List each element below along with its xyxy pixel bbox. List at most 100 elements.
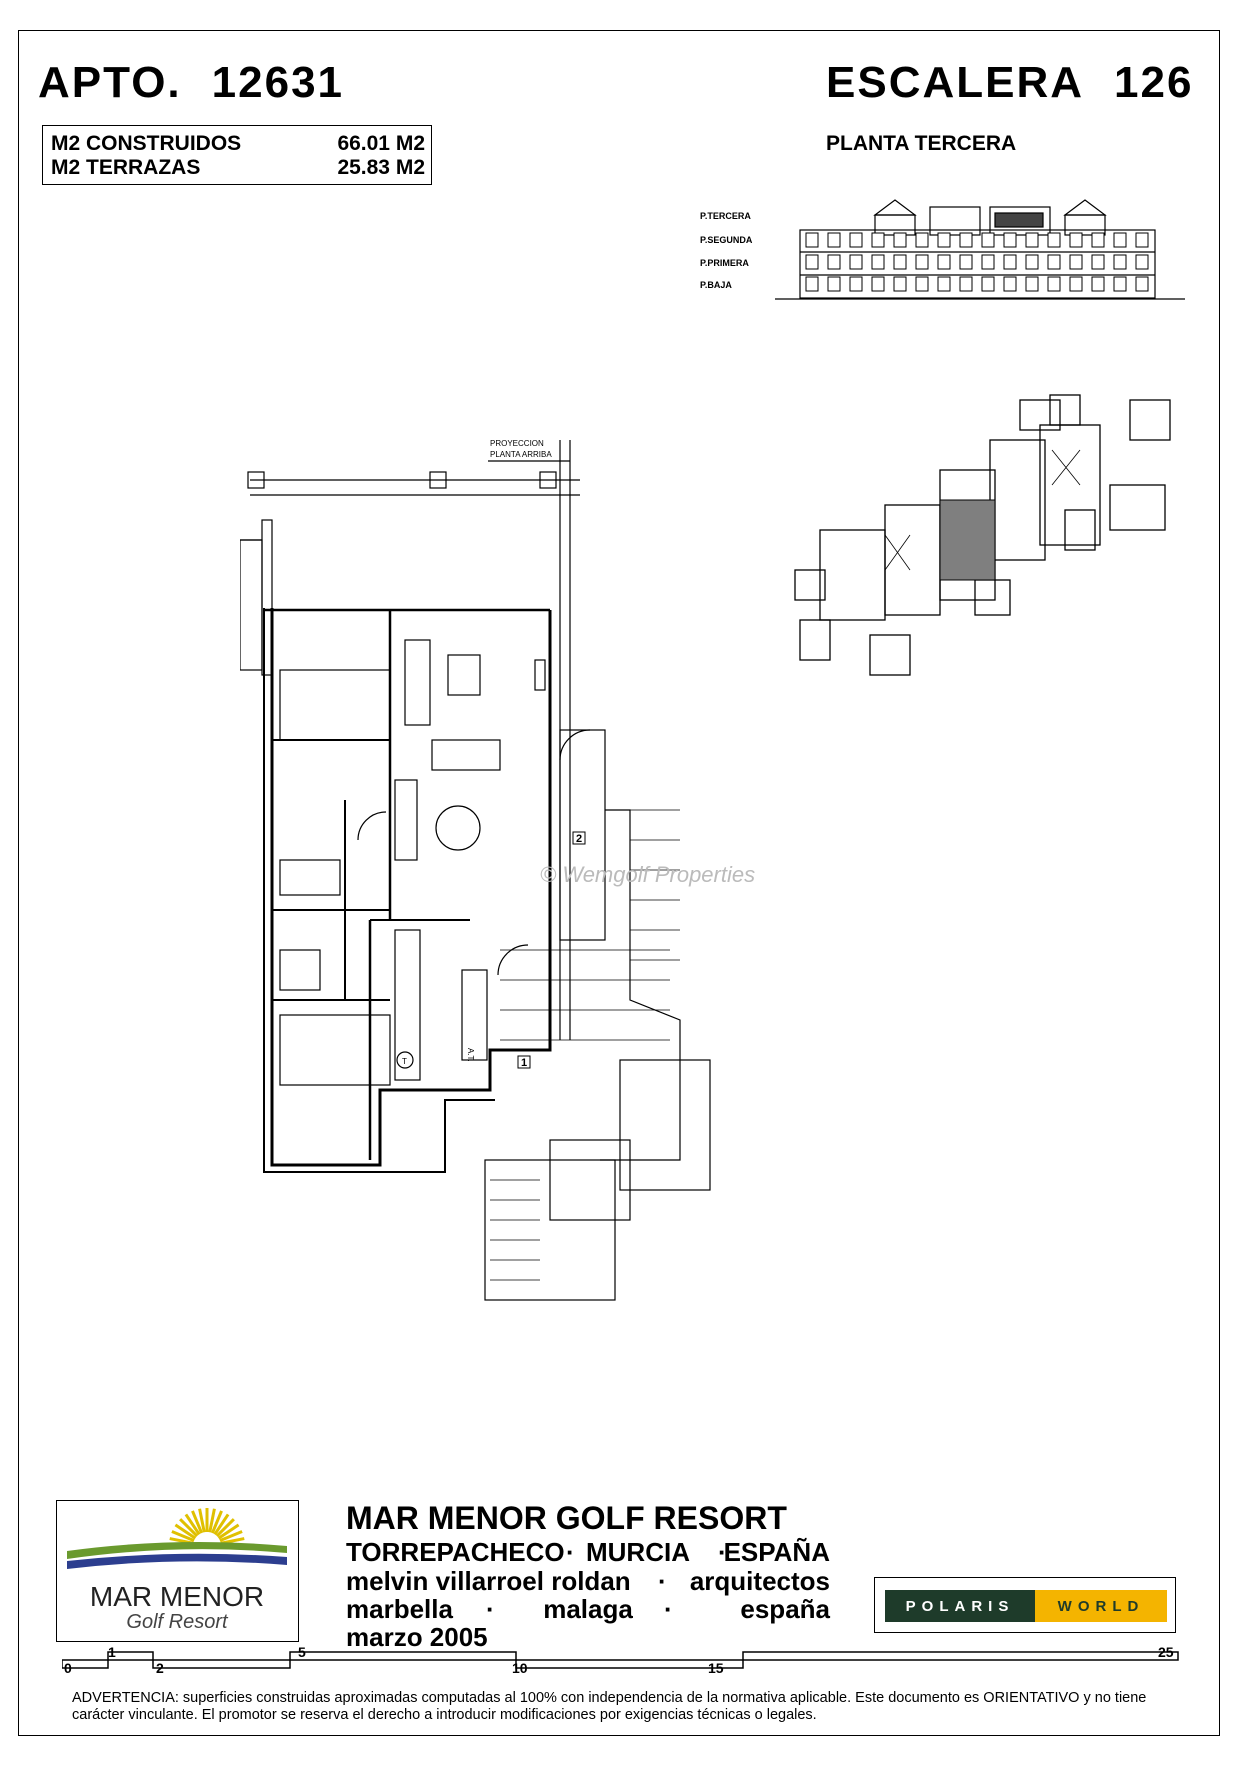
facade-window xyxy=(1091,276,1105,292)
facade-window xyxy=(805,254,819,270)
area-value: 66.01 M2 xyxy=(337,132,425,155)
facade-window xyxy=(893,276,907,292)
area-row-built: M2 CONSTRUIDOS 66.01 M2 xyxy=(51,132,425,156)
disclaimer: ADVERTENCIA: superficies construidas apr… xyxy=(72,1690,1147,1723)
floor-title: PLANTA TERCERA xyxy=(826,132,1017,155)
facade-window xyxy=(849,276,863,292)
facade-window xyxy=(849,254,863,270)
facade-floor-label: P.PRIMERA xyxy=(700,258,749,268)
sun-ray xyxy=(219,1530,243,1543)
facade-window xyxy=(1025,276,1039,292)
facade-window xyxy=(827,276,841,292)
facade-window xyxy=(959,232,973,248)
facade-window xyxy=(937,276,951,292)
watermark: © Wemgolf Properties xyxy=(540,862,755,887)
projection-label: PLANTA ARRIBA xyxy=(490,450,552,459)
facade-window xyxy=(1091,232,1105,248)
facade-window xyxy=(1135,276,1149,292)
landing-marker-1: 1 xyxy=(521,1057,527,1069)
landing-marker-2: 2 xyxy=(576,833,582,845)
facade-window xyxy=(893,232,907,248)
sun-ray xyxy=(210,1510,223,1534)
separator: · xyxy=(566,1537,575,1567)
sun-ray xyxy=(171,1530,195,1543)
office-city: marbella xyxy=(346,1594,453,1624)
scale-tick: 10 xyxy=(512,1660,528,1676)
scale-tick: 25 xyxy=(1158,1644,1174,1660)
logo-subtext: Golf Resort xyxy=(126,1611,229,1633)
projection-label: PROYECCION xyxy=(490,439,544,448)
facade-window xyxy=(981,276,995,292)
facade-window xyxy=(1113,232,1127,248)
floor-plan: PROYECCION PLANTA ARRIBA xyxy=(240,439,755,1301)
area-value: 25.83 M2 xyxy=(337,156,425,179)
facade-window xyxy=(959,276,973,292)
location-region: MURCIA xyxy=(586,1537,690,1567)
facade-window xyxy=(871,254,885,270)
mar-menor-logo: MAR MENOR Golf Resort xyxy=(56,1500,299,1642)
facade-window xyxy=(1069,276,1083,292)
location-country: ESPAÑA xyxy=(723,1537,830,1567)
sun-ray xyxy=(217,1523,240,1540)
separator: · xyxy=(658,1566,667,1596)
facade-window xyxy=(1025,254,1039,270)
scale-tick: 2 xyxy=(156,1660,164,1676)
facade-window xyxy=(1003,276,1017,292)
facade-window xyxy=(871,232,885,248)
facade-window xyxy=(981,232,995,248)
facade-window xyxy=(871,276,885,292)
facade-window xyxy=(893,254,907,270)
facade-window xyxy=(1003,232,1017,248)
apartment-number: APTO.12631 xyxy=(38,58,345,107)
scale-tick: 15 xyxy=(708,1660,724,1676)
resort-title: MAR MENOR GOLF RESORT xyxy=(346,1500,787,1536)
scale-tick: 1 xyxy=(108,1644,116,1660)
facade-window xyxy=(827,254,841,270)
office-city: malaga xyxy=(543,1594,633,1624)
scale-tick: 0 xyxy=(64,1660,72,1676)
sun-ray xyxy=(213,1513,230,1536)
sun-ray xyxy=(179,1518,199,1538)
water-heater-label: T xyxy=(402,1057,407,1066)
facade-window xyxy=(1113,254,1127,270)
facade-window xyxy=(959,254,973,270)
sun-ray xyxy=(191,1510,204,1534)
location-line: TORREPACHECO · MURCIA · ESPAÑA xyxy=(346,1537,830,1568)
facade-window xyxy=(849,232,863,248)
facade-window xyxy=(1069,254,1083,270)
plan-date: marzo 2005 xyxy=(346,1622,488,1652)
facade-window xyxy=(805,276,819,292)
sun-ray xyxy=(215,1518,235,1538)
facade-window xyxy=(1135,232,1149,248)
facade-window xyxy=(1047,254,1061,270)
separator: · xyxy=(664,1594,673,1624)
facade-window xyxy=(937,232,951,248)
facade-floor-label: P.BAJA xyxy=(700,280,732,290)
area-row-terraces: M2 TERRAZAS 25.83 M2 xyxy=(51,156,425,180)
facade-floor-label: P.TERCERA xyxy=(700,211,751,221)
architect-name: melvin villarroel roldan xyxy=(346,1566,631,1596)
facade-window xyxy=(1025,232,1039,248)
facade-window xyxy=(1047,276,1061,292)
scale-bar: 0 1 2 5 10 15 25 xyxy=(62,1644,1182,1678)
facade-window xyxy=(915,254,929,270)
facade-window xyxy=(1135,254,1149,270)
facade-window xyxy=(1047,232,1061,248)
key-plan xyxy=(794,394,1171,676)
facade-floor-label: P.SEGUNDA xyxy=(700,235,753,245)
facade-elevation xyxy=(775,199,1185,300)
polaris-world-logo: POLARIS WORLD xyxy=(874,1577,1176,1633)
scale-tick: 5 xyxy=(298,1644,306,1660)
logo-graphic: MAR MENOR Golf Resort xyxy=(67,1508,287,1633)
facade-window xyxy=(805,232,819,248)
logo-text: MAR MENOR xyxy=(90,1581,264,1612)
at-label: A.T. xyxy=(466,1048,475,1062)
page-frame xyxy=(18,30,1220,1736)
area-label: M2 TERRAZAS xyxy=(51,156,201,179)
facade-window xyxy=(981,254,995,270)
sun-ray xyxy=(208,1508,216,1533)
facade-window xyxy=(1069,232,1083,248)
facade-window xyxy=(915,276,929,292)
world-text: WORLD xyxy=(1035,1590,1167,1622)
